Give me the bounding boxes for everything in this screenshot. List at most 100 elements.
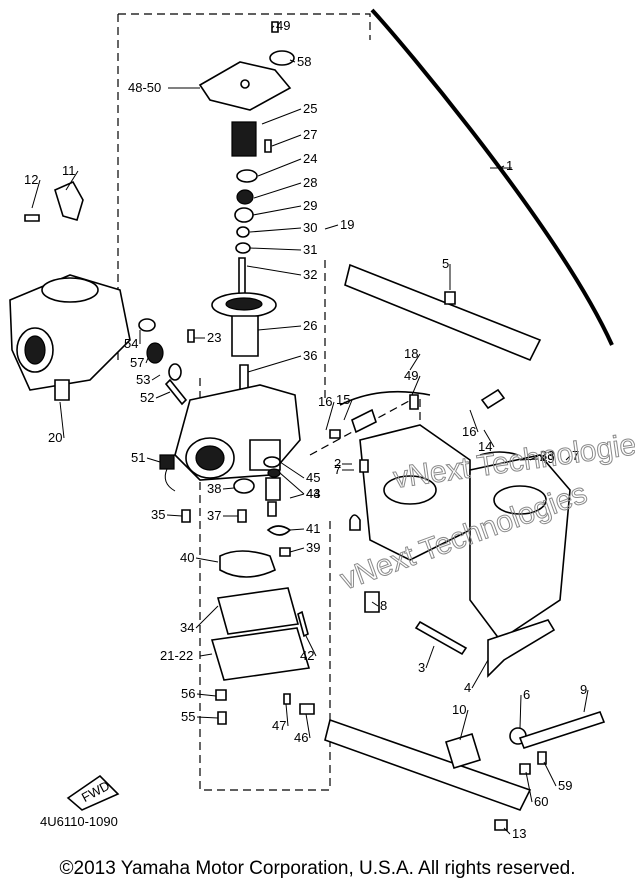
callout-label: 57	[130, 355, 144, 370]
leader-line	[289, 493, 305, 499]
leader-line	[199, 653, 213, 657]
callout-label: 49	[276, 18, 290, 33]
leader-line	[196, 716, 219, 719]
leader-line	[525, 771, 533, 803]
leader-line	[252, 205, 302, 216]
copyright-notice: ©2013 Yamaha Motor Corporation, U.S.A. A…	[59, 858, 576, 879]
leader-line	[325, 401, 335, 431]
callout-label: 10	[452, 702, 466, 717]
leader-line	[305, 713, 311, 739]
callout-label: 41	[306, 521, 320, 536]
callout-label: 1	[506, 158, 513, 173]
callout-label: 5	[442, 256, 449, 271]
leader-line	[483, 429, 495, 448]
leader-line	[151, 374, 161, 381]
callout-label: 6	[523, 687, 530, 702]
leader-line	[261, 108, 302, 125]
callout-label: 2	[334, 456, 341, 471]
callout-label: 21-22	[160, 648, 193, 663]
callout-label: 43	[306, 486, 320, 501]
float-bowl-parts	[181, 456, 315, 725]
leader-line	[145, 357, 149, 364]
callout-label: 31	[303, 242, 317, 257]
callout-label: 53	[136, 372, 150, 387]
callout-label: 23	[207, 330, 221, 345]
leader-line	[409, 353, 421, 371]
callout-label: 8	[380, 598, 387, 613]
leader-line	[583, 689, 589, 713]
leader-line	[371, 601, 379, 607]
callout-label: 3	[418, 660, 425, 675]
callout-label: 44	[306, 486, 320, 501]
callout-label: 60	[534, 794, 548, 809]
callout-label: 30	[303, 220, 317, 235]
leader-line	[146, 457, 161, 463]
leader-line	[195, 557, 219, 563]
leader-lines	[31, 25, 589, 835]
pilot-parts	[138, 318, 188, 406]
callout-label: 59	[558, 778, 572, 793]
callout-label: 56	[181, 686, 195, 701]
leader-line	[519, 694, 522, 729]
callout-label: 38	[207, 481, 221, 496]
right-carburetors	[329, 388, 571, 642]
leader-line	[249, 227, 302, 233]
leader-line	[289, 528, 305, 531]
leader-line	[285, 703, 289, 727]
leader-line	[305, 635, 317, 657]
leader-line	[529, 455, 539, 461]
callout-label: 25	[303, 101, 317, 116]
callout-label: 27	[303, 127, 317, 142]
leader-line	[324, 224, 339, 230]
frame-rails	[324, 263, 606, 831]
leader-line	[343, 399, 353, 421]
leader-line	[246, 265, 302, 276]
leader-line	[59, 401, 65, 439]
callout-label: 49	[540, 451, 554, 466]
callout-label: 42	[300, 648, 314, 663]
callout-label: 13	[512, 826, 526, 841]
leader-line	[289, 59, 296, 63]
callout-label: 49	[404, 368, 418, 383]
callout-label: 15	[336, 392, 350, 407]
fwd-arrow-icon: FWD	[66, 774, 120, 811]
callout-label: 14	[478, 439, 492, 454]
leader-line	[155, 391, 171, 399]
callout-label: 7	[334, 462, 341, 477]
callout-label: 34	[180, 620, 194, 635]
leader-line	[247, 355, 302, 373]
leader-line	[166, 514, 183, 517]
callout-label: 28	[303, 175, 317, 190]
leader-line	[279, 461, 305, 479]
leader-line	[257, 325, 302, 331]
callout-label: 48-50	[128, 80, 161, 95]
callout-label: 46	[294, 730, 308, 745]
leader-line	[271, 134, 302, 147]
diaphragm-stack	[187, 21, 295, 406]
leader-line	[543, 761, 557, 787]
leader-line	[253, 182, 302, 199]
callout-label: 18	[404, 346, 418, 361]
callout-label: 35	[151, 507, 165, 522]
leader-line	[279, 472, 305, 495]
callout-label: 12	[24, 172, 38, 187]
callout-label: 26	[303, 318, 317, 333]
leader-line	[519, 458, 539, 461]
callout-label: 55	[181, 709, 195, 724]
leader-line	[289, 547, 305, 553]
callout-label: 32	[303, 267, 317, 282]
center-carburetor	[159, 384, 301, 492]
callout-label: 4	[464, 680, 471, 695]
callout-label: 51	[131, 450, 145, 465]
callout-label: 11	[62, 163, 76, 178]
callout-label: 7	[572, 448, 579, 463]
leader-line	[459, 709, 469, 741]
callout-label: 52	[140, 390, 154, 405]
callout-label: 16	[462, 424, 476, 439]
callout-label: 40	[180, 550, 194, 565]
leader-line	[425, 645, 435, 669]
leader-line	[499, 165, 505, 169]
left-carburetor	[9, 180, 131, 401]
